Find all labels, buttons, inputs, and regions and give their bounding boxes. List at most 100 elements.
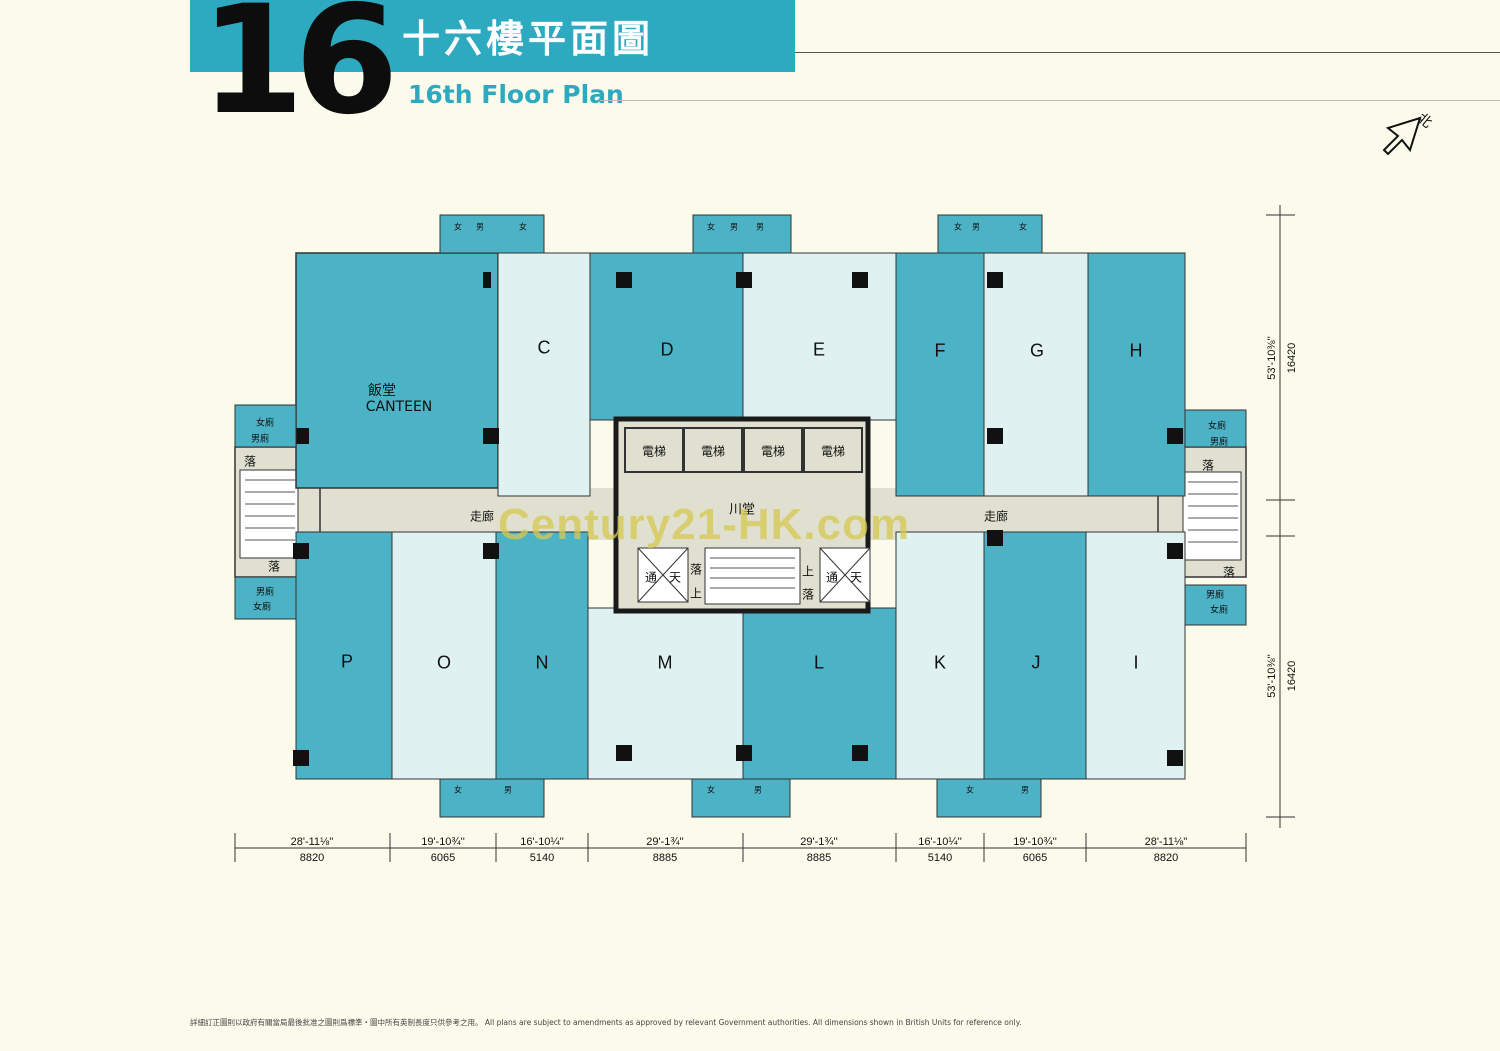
unit-label-n: N [535,652,549,673]
toilet-block-bottom-2 [691,778,791,818]
toilet-top-2-male: 男 [730,222,738,232]
lift-2 [683,427,743,473]
toilet-left-female: 女廁 [255,418,275,429]
unit-m [587,607,744,780]
light-well-right-b: 天 [849,570,863,585]
canteen-area [295,252,499,489]
left-stair [239,469,299,559]
title-band [190,0,795,72]
unit-k [895,531,985,780]
toilet-top-3-female: 女 [954,222,962,232]
toilet-bottom-3-male: 男 [1021,785,1029,795]
dim-h-3-metric: 5140 [529,852,555,864]
unit-label-k: K [933,652,947,673]
toilet-block-right-bottom [1184,584,1247,626]
unit-label-h: H [1129,340,1143,361]
stair-down-right-top: 落 [1201,458,1215,473]
toilet-block-right-top [1184,409,1247,448]
unit-label-c: C [537,337,551,358]
unit-d [589,252,744,421]
watermark: Century21-HK.com [498,500,911,549]
stair-down-central-left: 落 [689,562,703,577]
unit-h [1087,252,1186,497]
unit-i [1085,531,1186,780]
dim-h-2-metric: 6065 [430,852,456,864]
unit-label-m: M [657,652,673,673]
lift-label-4: 電梯 [820,444,846,459]
north-arrow-icon [1382,116,1422,156]
unit-c [497,252,591,497]
toilet-left-female-2: 女廁 [252,602,272,613]
toilet-left-male-2: 男廁 [255,587,275,598]
dim-h-6-imperial: 16'-10¼'' [918,836,962,848]
dim-h-4-imperial: 29'-1¾'' [646,836,684,848]
unit-j [983,531,1087,780]
lift-1 [624,427,684,473]
unit-label-j: J [1031,652,1041,673]
stair-down-central-right: 落 [801,587,815,602]
title-english: 16th Floor Plan [408,80,624,109]
toilet-block-bottom-3 [936,778,1042,818]
dim-v-1-metric: 16420 [1286,342,1298,374]
light-well-left-a: 通 [644,570,658,585]
title-chinese: 十六樓平面圖 [402,17,655,61]
dim-h-8-imperial: 28'-11⅛'' [1144,836,1188,848]
dim-v-2-metric: 16420 [1286,660,1298,692]
floor-number: 16 [200,0,399,148]
unit-label-f: F [934,340,946,361]
light-well-left-b: 天 [668,570,682,585]
unit-o [391,531,497,780]
stair-down-left-bottom: 落 [267,559,281,574]
toilet-block-left-top [234,404,297,448]
dim-h-3-imperial: 16'-10¼'' [520,836,564,848]
toilet-block-top-3 [937,214,1043,254]
toilet-bottom-3-female: 女 [966,785,974,795]
dim-h-1-metric: 8820 [299,852,325,864]
toilet-left-male: 男廁 [250,434,270,445]
dim-h-1-imperial: 28'-11⅛'' [290,836,334,848]
unit-f [895,252,985,497]
toilet-block-top-2 [692,214,792,254]
unit-label-d: D [660,339,674,360]
dim-h-4-metric: 8885 [652,852,678,864]
lift-label-2: 電梯 [700,444,726,459]
dim-h-7-imperial: 19'-10¾'' [1013,836,1057,848]
unit-p [295,531,393,780]
unit-label-e: E [812,339,826,360]
lift-label-1: 電梯 [641,444,667,459]
canteen-label-cn: 飯堂 [368,383,396,399]
unit-label-g: G [1029,340,1045,361]
toilet-bottom-2-male: 男 [754,785,762,795]
corridor-label-left: 走廊 [469,509,495,524]
toilet-top-1-female-b: 女 [519,222,527,232]
lobby-label: 川堂 [728,502,756,518]
stair-down-left-top: 落 [243,454,257,469]
unit-e [742,252,897,421]
toilet-top-1-male: 男 [476,222,484,232]
toilet-top-1-female: 女 [454,222,462,232]
dim-h-7-metric: 6065 [1022,852,1048,864]
unit-label-p: P [340,651,354,672]
toilet-right-female: 女廁 [1207,421,1227,432]
stair-up-central-right: 上 [801,564,815,579]
toilet-top-2-female: 女 [707,222,715,232]
toilet-block-bottom-1 [439,778,545,818]
toilet-bottom-2-female: 女 [707,785,715,795]
dim-h-8-metric: 8820 [1153,852,1179,864]
stair-down-right-bottom: 落 [1222,565,1236,580]
toilet-right-male: 男廁 [1209,437,1229,448]
dim-h-5-imperial: 29'-1¾'' [800,836,838,848]
toilet-bottom-1-male: 男 [504,785,512,795]
toilet-right-female-2: 女廁 [1209,605,1229,616]
unit-label-i: I [1133,652,1139,673]
canteen-label-en: CANTEEN [365,399,433,415]
unit-label-l: L [813,652,825,673]
lift-label-3: 電梯 [760,444,786,459]
dim-v-1-imperial: 53'-10⅜'' [1266,336,1278,380]
toilet-bottom-1-female: 女 [454,785,462,795]
right-stair [1182,471,1242,561]
toilet-block-left-bottom [234,576,297,620]
header-rule-faint [600,100,1500,101]
toilet-top-3-female-b: 女 [1019,222,1027,232]
